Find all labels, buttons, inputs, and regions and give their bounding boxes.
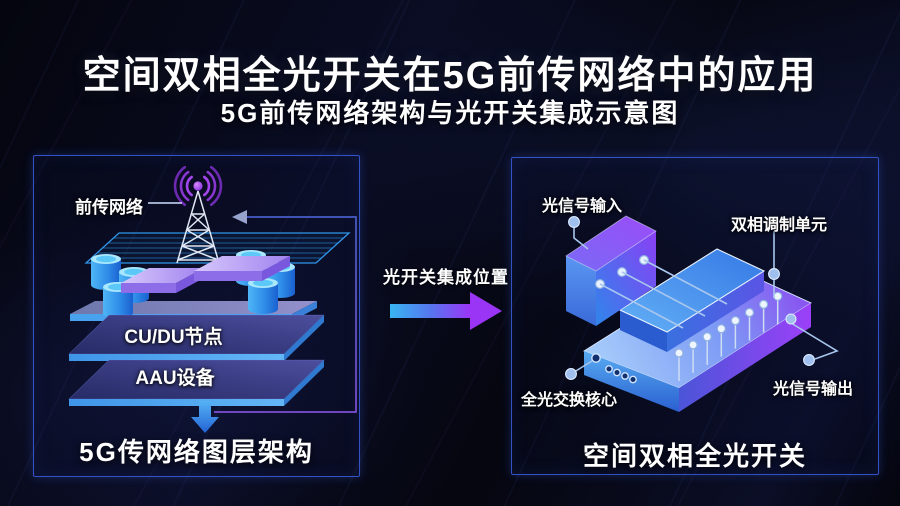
compute-slabs xyxy=(121,256,290,293)
modulation-unit-label: 双相调制单元 xyxy=(730,217,827,234)
input-coupler-box xyxy=(565,215,657,326)
cudu-layer xyxy=(68,314,325,361)
optical-switch-illustration xyxy=(565,215,839,412)
fronthaul-architecture-illustration xyxy=(68,165,357,433)
aau-layer-label: AAU设备 xyxy=(135,368,215,389)
connector-dot-icon xyxy=(565,216,815,380)
right-panel-caption: 空间双相全光开关 xyxy=(582,441,807,471)
antenna-tower-icon xyxy=(173,165,223,264)
loop-arrow-icon xyxy=(214,210,357,413)
page-subtitle: 5G前传网络架构与光开关集成示意图 xyxy=(220,98,680,128)
coupler-dots xyxy=(594,254,649,289)
signal-waves-icon xyxy=(173,165,223,207)
cudu-layer-label: CU/DU节点 xyxy=(124,327,223,348)
down-arrow-icon xyxy=(191,401,219,433)
fronthaul-architecture-panel: 前传网络 CU/DU节点 AAU设备 5G传网络图层架构 xyxy=(33,155,360,477)
optical-ports xyxy=(591,353,637,384)
fronthaul-label: 前传网络 xyxy=(75,198,143,217)
flow-arrow-icon xyxy=(390,292,502,330)
left-panel-caption: 5G传网络图层架构 xyxy=(79,437,314,467)
modulation-chip xyxy=(618,248,766,352)
aau-layer xyxy=(68,359,325,406)
optical-switch-panel: 光信号输入 双相调制单元 全光交换核心 光信号输出 空间双相全光开关 xyxy=(511,157,879,475)
integration-position-label: 光开关集成位置 xyxy=(383,268,509,287)
optical-output-label: 光信号输出 xyxy=(772,381,853,398)
slab xyxy=(194,256,290,281)
optical-input-label: 光信号输入 xyxy=(541,198,622,215)
cylinder xyxy=(248,278,278,314)
connector-lines xyxy=(570,227,839,375)
page-title: 空间双相全光开关在5G前传网络中的应用 xyxy=(82,55,818,97)
switch-core-label: 全光交换核心 xyxy=(520,392,617,409)
